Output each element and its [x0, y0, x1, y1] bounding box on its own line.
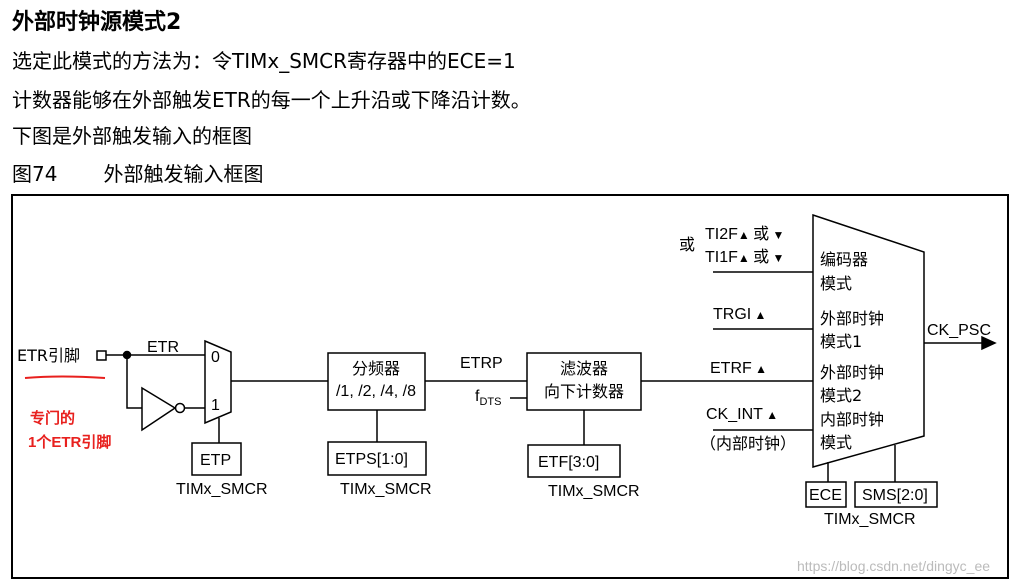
prescaler-divisors: /1, /2, /4, /8 — [336, 383, 416, 400]
ck-psc-label: CK_PSC — [927, 322, 991, 339]
annotation-line-1: 专门的 — [30, 409, 75, 427]
etp-box — [191, 442, 242, 476]
etp-label: ETP — [200, 452, 231, 469]
filter-label: 滤波器 — [560, 359, 608, 378]
fdts-label: fDTS — [475, 388, 501, 408]
mux-wires — [218, 380, 328, 443]
or-label: 或 — [679, 235, 695, 254]
filter-counter-label: 向下计数器 — [544, 382, 624, 401]
etr-pin-label: ETR引脚 — [17, 346, 80, 365]
section-title: 外部时钟源模式2 — [12, 10, 182, 35]
mode-selector — [812, 213, 925, 468]
etrp-label: ETRP — [460, 355, 503, 372]
int-mode-b: 模式 — [820, 433, 852, 452]
mux-input-1: 1 — [211, 397, 220, 414]
ti1f-label: TI1F▲ 或 ▼ — [705, 247, 784, 266]
annotation-line-2: 1个ETR引脚 — [28, 433, 111, 451]
ck-int-label: CK_INT ▲ — [706, 406, 778, 423]
diagram-frame — [11, 194, 1009, 579]
figure-caption: 外部触发输入框图 — [103, 162, 264, 186]
junction-dot — [122, 350, 132, 360]
text-line-1: 选定此模式的方法为：令TIMx_SMCR寄存器中的ECE=1 — [12, 49, 516, 73]
ece-label: ECE — [809, 487, 842, 504]
text-line-2: 计数器能够在外部触发ETR的每一个上升沿或下降沿计数。 — [12, 88, 531, 112]
sms-reg-label: TIMx_SMCR — [824, 511, 916, 528]
ext-mode1-a: 外部时钟 — [820, 309, 884, 328]
watermark: https://blog.csdn.net/dingyc_ee — [797, 558, 990, 574]
inverter-bubble — [174, 402, 186, 414]
etps-reg-label: TIMx_SMCR — [340, 481, 432, 498]
text-line-3: 下图是外部触发输入的框图 — [12, 124, 252, 148]
etp-mux — [204, 339, 232, 425]
etr-wire — [106, 354, 205, 409]
etf-label: ETF[3:0] — [538, 454, 599, 471]
arrow-icon — [981, 335, 997, 351]
figure-label: 图74 外部触发输入框图 — [12, 158, 263, 187]
sms-label: SMS[2:0] — [862, 487, 928, 504]
internal-clock-label: （内部时钟） — [700, 434, 796, 453]
ti2f-label: TI2F▲ 或 ▼ — [705, 224, 784, 243]
red-underline — [24, 375, 106, 379]
etp-reg-label: TIMx_SMCR — [176, 481, 268, 498]
ext-mode2-a: 外部时钟 — [820, 363, 884, 382]
mux-input-0: 0 — [211, 349, 220, 366]
inverter-icon — [141, 386, 177, 432]
pin-square — [96, 350, 107, 361]
etf-reg-label: TIMx_SMCR — [548, 483, 640, 500]
ext-mode1-b: 模式1 — [820, 332, 862, 351]
etrf-label: ETRF ▲ — [710, 360, 767, 377]
encoder-mode-1: 编码器 — [820, 250, 868, 269]
etps-label: ETPS[1:0] — [335, 451, 408, 468]
encoder-mode-2: 模式 — [820, 274, 852, 293]
ece-box — [805, 481, 847, 508]
prescaler-label: 分频器 — [352, 359, 400, 378]
sms-box — [854, 481, 938, 508]
etrp-wire — [425, 380, 527, 399]
etf-box — [527, 444, 621, 478]
mode-input-wires — [713, 271, 813, 431]
ext-mode2-b: 模式2 — [820, 386, 862, 405]
trgi-label: TRGI ▲ — [713, 306, 766, 323]
etr-label: ETR — [147, 339, 179, 356]
int-mode-a: 内部时钟 — [820, 410, 884, 429]
ctrl-wires — [827, 445, 896, 482]
figure-number: 图74 — [12, 162, 58, 186]
etps-box — [327, 441, 427, 476]
